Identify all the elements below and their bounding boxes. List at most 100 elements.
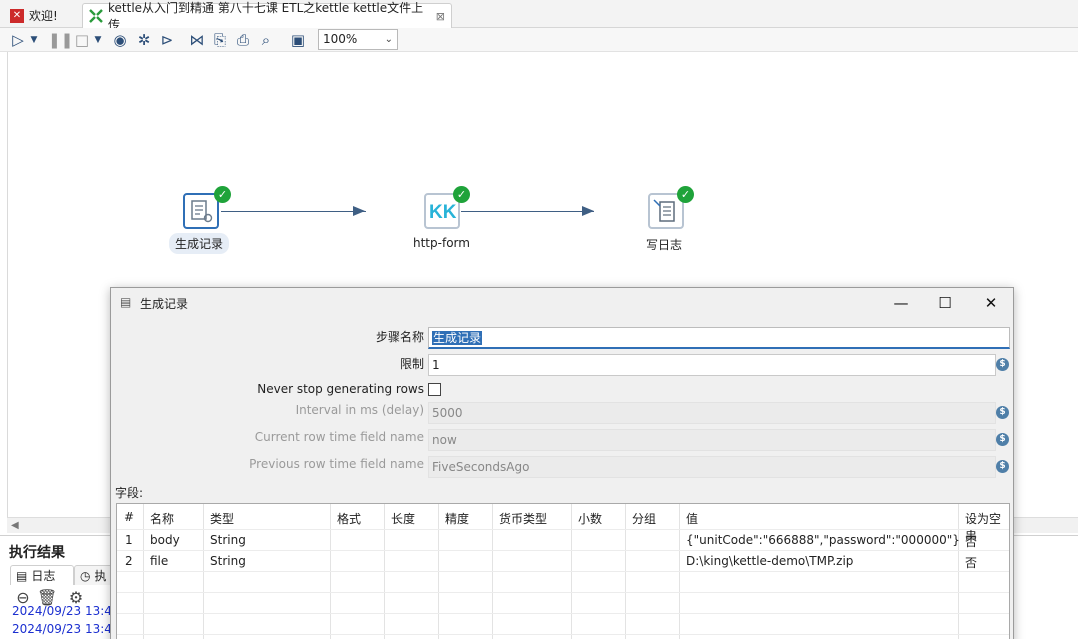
tab-welcome[interactable]: ✕ 欢迎!: [4, 3, 80, 28]
clock-icon: ◷: [80, 568, 91, 583]
column-header[interactable]: 精度: [445, 512, 470, 526]
success-check-icon: ✓: [453, 186, 470, 203]
run-dropdown-icon[interactable]: ▼: [30, 35, 38, 45]
zoom-select[interactable]: 100% ⌄: [318, 29, 398, 50]
step-http-form[interactable]: KK: [424, 193, 460, 229]
tab-close-icon[interactable]: ⊠: [435, 9, 445, 23]
table-cell[interactable]: file: [150, 554, 169, 568]
run-icon[interactable]: ▷: [12, 31, 24, 49]
limit-input[interactable]: 1: [428, 354, 996, 376]
table-cell[interactable]: 否: [965, 556, 978, 570]
scroll-left-icon[interactable]: ◀: [11, 520, 19, 531]
welcome-icon: ✕: [10, 8, 24, 23]
interval-value: 5000: [432, 406, 463, 420]
http-form-icon: KK: [429, 202, 457, 223]
impact-icon[interactable]: ⎘: [213, 31, 226, 49]
tab-log-label: 日志: [31, 569, 56, 583]
step-label: 生成记录: [169, 233, 230, 254]
success-check-icon: ✓: [677, 186, 694, 203]
column-header[interactable]: 类型: [210, 512, 235, 526]
tab-welcome-label: 欢迎!: [29, 9, 58, 23]
column-header[interactable]: 值: [686, 512, 699, 526]
row-divider: [117, 634, 1009, 635]
tab-log[interactable]: ▤ 日志: [10, 565, 74, 585]
log-line: 2024/09/23 13:48: [12, 604, 120, 618]
stop-dropdown-icon[interactable]: ▼: [94, 35, 102, 45]
never-stop-label: Never stop generating rows: [257, 382, 424, 396]
gear-icon[interactable]: ⚙: [68, 588, 84, 607]
table-cell[interactable]: String: [210, 554, 246, 568]
variable-icon[interactable]: $: [996, 406, 1009, 419]
dialog-titlebar[interactable]: ▤ 生成记录 — ☐ ✕: [111, 288, 1013, 318]
table-cell[interactable]: body: [150, 533, 180, 547]
sql-icon[interactable]: ⎙: [236, 31, 249, 49]
hop-line[interactable]: [461, 211, 594, 212]
verify-icon[interactable]: ⋈: [189, 31, 205, 49]
debug-icon[interactable]: ✲: [137, 31, 151, 49]
close-button[interactable]: ✕: [984, 294, 998, 312]
interval-input[interactable]: 5000: [428, 402, 996, 424]
row-divider: [117, 550, 1009, 551]
log-line: 2024/09/23 13:48: [12, 622, 120, 636]
explore-db-icon[interactable]: ⌕: [261, 31, 271, 49]
step-name-label: 步骤名称: [375, 330, 424, 344]
column-header[interactable]: 格式: [337, 512, 362, 526]
table-cell[interactable]: String: [210, 533, 246, 547]
row-divider: [117, 571, 1009, 572]
current-time-input[interactable]: now: [428, 429, 996, 451]
limit-value: 1: [432, 358, 440, 372]
previous-time-input[interactable]: FiveSecondsAgo: [428, 456, 996, 478]
trash-icon[interactable]: 🗑: [37, 588, 58, 607]
table-cell[interactable]: D:\king\kettle-demo\TMP.zip: [686, 554, 854, 568]
row-divider: [117, 529, 1009, 530]
log-icon: ▤: [16, 568, 28, 583]
column-header[interactable]: 小数: [578, 512, 603, 526]
replay-icon[interactable]: ⊳: [160, 31, 174, 49]
step-name-input[interactable]: 生成记录: [428, 327, 1010, 349]
svg-text:KK: KK: [429, 202, 457, 223]
variable-icon[interactable]: $: [996, 460, 1009, 473]
maximize-button[interactable]: ☐: [938, 294, 952, 312]
editor-tab-bar: ✕ 欢迎! kettle从入门到精通 第八十七课 ETL之kettle kett…: [0, 0, 1078, 32]
step-label: http-form: [413, 236, 470, 250]
previous-time-value: FiveSecondsAgo: [432, 460, 530, 474]
tab-transformation[interactable]: kettle从入门到精通 第八十七课 ETL之kettle kettle文件上传…: [82, 1, 452, 32]
never-stop-checkbox[interactable]: [428, 383, 441, 396]
column-header[interactable]: 名称: [150, 512, 175, 526]
transformation-icon: [89, 9, 103, 23]
step-label: 写日志: [646, 238, 683, 252]
clear-log-icon[interactable]: ⊖: [16, 588, 30, 607]
variable-icon[interactable]: $: [996, 358, 1009, 371]
limit-label: 限制: [399, 357, 424, 371]
minimize-button[interactable]: —: [893, 294, 909, 312]
table-cell[interactable]: 1: [125, 533, 133, 547]
hop-arrow-icon: [582, 206, 594, 216]
generate-rows-icon: ▤: [120, 295, 132, 309]
pause-icon[interactable]: ❚❚: [48, 31, 74, 49]
column-header[interactable]: 设为空串: [965, 512, 1002, 543]
hop-line[interactable]: [221, 211, 366, 212]
step-generate-rows[interactable]: [183, 193, 219, 229]
transformation-toolbar: ▷ ▼ ❚❚ □ ▼ ◉ ✲ ⊳ ⋈ ⎘ ⎙ ⌕ ▣: [0, 28, 1078, 52]
generate-rows-dialog: ▤ 生成记录 — ☐ ✕ 步骤名称 生成记录 限制 1 $ Never stop…: [110, 287, 1014, 639]
step-write-log[interactable]: [648, 193, 684, 229]
table-cell[interactable]: 2: [125, 554, 133, 568]
stop-icon[interactable]: □: [74, 31, 90, 49]
variable-icon[interactable]: $: [996, 433, 1009, 446]
write-log-icon: [653, 199, 675, 222]
tab-execution-history[interactable]: ◷ 执: [74, 565, 114, 585]
show-results-icon[interactable]: ▣: [290, 31, 306, 49]
row-divider: [117, 592, 1009, 593]
column-header[interactable]: 分组: [632, 512, 657, 526]
preview-icon[interactable]: ◉: [113, 31, 127, 49]
interval-label: Interval in ms (delay): [295, 403, 424, 417]
column-header[interactable]: #: [124, 510, 135, 524]
table-cell[interactable]: 否: [965, 535, 978, 549]
table-cell[interactable]: {"unitCode":"666888","password":"000000"…: [686, 533, 960, 547]
fields-label: 字段:: [115, 486, 144, 500]
column-header[interactable]: 长度: [391, 512, 416, 526]
column-header[interactable]: 货币类型: [499, 512, 548, 526]
dialog-title: 生成记录: [140, 297, 189, 311]
zoom-value: 100%: [323, 32, 358, 46]
row-divider: [117, 613, 1009, 614]
